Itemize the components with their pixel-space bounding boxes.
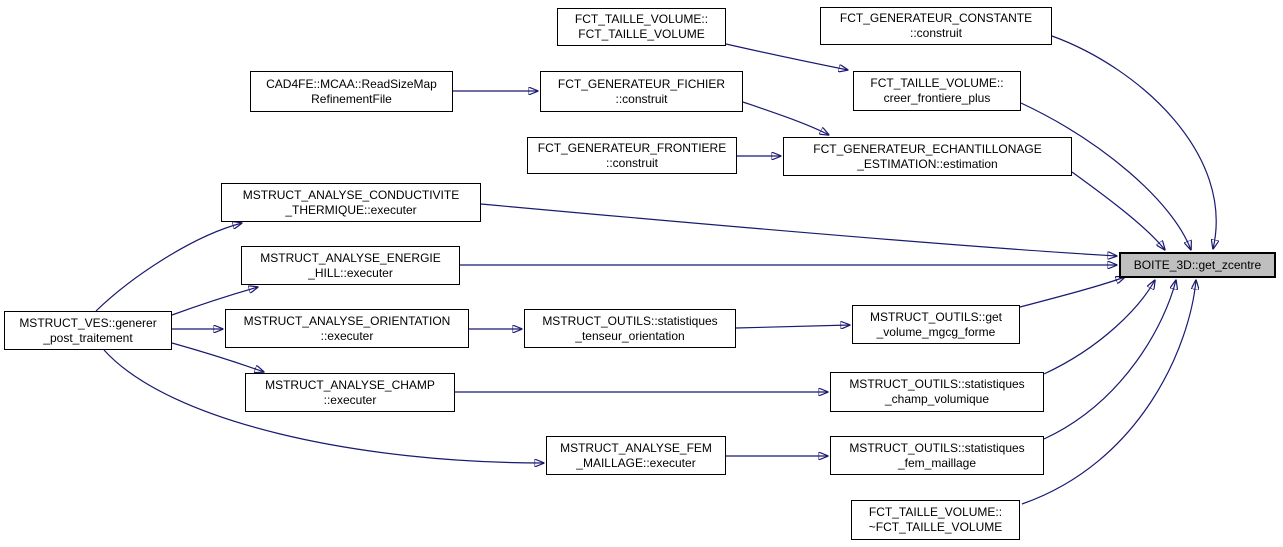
- node-cad4fe-readsizemap[interactable]: CAD4FE::MCAA::ReadSizeMap RefinementFile: [250, 71, 453, 112]
- node-label-line: _THERMIQUE::executer: [285, 202, 417, 217]
- edge-ves-to-fem: [103, 349, 544, 463]
- node-fct-generateur-echantillonage[interactable]: FCT_GENERATEUR_ECHANTILLONAGE _ESTIMATIO…: [783, 137, 1072, 176]
- node-mstruct-outils-fem[interactable]: MSTRUCT_OUTILS::statistiques _fem_mailla…: [830, 436, 1044, 475]
- node-mstruct-analyse-fem[interactable]: MSTRUCT_ANALYSE_FEM _MAILLAGE::executer: [546, 436, 726, 475]
- node-mstruct-analyse-energie[interactable]: MSTRUCT_ANALYSE_ENERGIE _HILL::executer: [241, 246, 460, 285]
- edge-ctor-to-creer-frontiere: [725, 43, 848, 70]
- node-mstruct-ves-generer[interactable]: MSTRUCT_VES::generer _post_traitement: [4, 311, 172, 350]
- node-label-line: _champ_volumique: [884, 392, 990, 406]
- node-label-line: _HILL::executer: [308, 265, 393, 280]
- node-label-line: FCT_TAILLE_VOLUME::: [868, 505, 1003, 519]
- node-boite-3d-get-zcentre: BOITE_3D::get_zcentre: [1119, 252, 1276, 278]
- node-label-line: FCT_GENERATEUR_FRONTIERE: [537, 140, 727, 155]
- node-label-line: FCT_GENERATEUR_FICHIER: [557, 76, 726, 91]
- edge-ves-to-energie: [171, 287, 258, 316]
- node-label-line: MSTRUCT_ANALYSE_ORIENTATION: [243, 313, 451, 328]
- node-fct-taille-volume-dtor[interactable]: FCT_TAILLE_VOLUME:: ~FCT_TAILLE_VOLUME: [851, 500, 1020, 540]
- node-label-line: MSTRUCT_OUTILS::statistiques: [849, 377, 1025, 391]
- node-label-line: MSTRUCT_OUTILS::get: [869, 309, 1003, 324]
- node-mstruct-analyse-conductivite[interactable]: MSTRUCT_ANALYSE_CONDUCTIVITE _THERMIQUE:…: [221, 183, 481, 222]
- node-label-line: MSTRUCT_ANALYSE_CONDUCTIVITE: [242, 187, 460, 202]
- edge-creer-frontiere-to-get-zcentre: [1020, 102, 1191, 250]
- node-fct-generateur-frontiere[interactable]: FCT_GENERATEUR_FRONTIERE ::construit: [527, 137, 737, 174]
- node-mstruct-outils-tenseur[interactable]: MSTRUCT_OUTILS::statistiques _tenseur_or…: [524, 309, 736, 348]
- node-label-line: ~FCT_TAILLE_VOLUME: [868, 520, 1003, 534]
- node-label-line: creer_frontiere_plus: [883, 91, 991, 105]
- node-label-line: MSTRUCT_VES::generer: [19, 315, 157, 330]
- node-fct-generateur-constante[interactable]: FCT_GENERATEUR_CONSTANTE ::construit: [820, 7, 1052, 45]
- node-label-line: MSTRUCT_OUTILS::statistiques: [849, 440, 1025, 455]
- node-fct-taille-volume-ctor[interactable]: FCT_TAILLE_VOLUME:: FCT_TAILLE_VOLUME: [557, 8, 726, 46]
- edge-volume-mgcg-to-get-zcentre: [1019, 277, 1125, 308]
- node-label-line: RefinementFile: [311, 91, 392, 106]
- edge-conductivite-to-get-zcentre: [480, 203, 1117, 256]
- node-mstruct-outils-volume[interactable]: MSTRUCT_OUTILS::get _volume_mgcg_forme: [852, 305, 1020, 344]
- edge-echantillonage-to-get-zcentre: [1071, 171, 1165, 250]
- node-label-line: MSTRUCT_ANALYSE_CHAMP: [265, 377, 435, 392]
- edge-ves-to-champ: [171, 342, 264, 372]
- node-label-line: FCT_TAILLE_VOLUME: [578, 27, 705, 41]
- edge-statistiques-champ-to-get-zcentre: [1043, 280, 1155, 375]
- node-label-line: CAD4FE::MCAA::ReadSizeMap: [266, 76, 437, 91]
- edge-constante-to-get-zcentre: [1051, 35, 1216, 249]
- node-label-line: ::executer: [320, 328, 374, 343]
- node-label-line: _fem_maillage: [897, 455, 977, 470]
- node-label-line: _MAILLAGE::executer: [576, 455, 696, 470]
- node-label-line: MSTRUCT_OUTILS::statistiques: [542, 313, 718, 328]
- edge-ves-to-conductivite: [95, 223, 242, 312]
- node-label-line: ::construit: [605, 155, 659, 170]
- node-mstruct-analyse-orientation[interactable]: MSTRUCT_ANALYSE_ORIENTATION ::executer: [225, 309, 469, 348]
- node-label-line: _post_traitement: [43, 330, 133, 345]
- node-mstruct-analyse-champ[interactable]: MSTRUCT_ANALYSE_CHAMP ::executer: [245, 373, 455, 412]
- node-label-line: _ESTIMATION::estimation: [857, 156, 998, 171]
- node-label-line: ::construit: [909, 26, 963, 40]
- edge-statistiques-fem-to-get-zcentre: [1043, 280, 1176, 440]
- node-label-line: FCT_TAILLE_VOLUME::: [870, 76, 1004, 90]
- edge-dtor-to-get-zcentre: [1021, 280, 1196, 505]
- node-fct-generateur-fichier[interactable]: FCT_GENERATEUR_FICHIER ::construit: [540, 71, 743, 112]
- node-label-line: FCT_GENERATEUR_ECHANTILLONAGE: [813, 141, 1042, 156]
- node-fct-taille-volume-creer[interactable]: FCT_TAILLE_VOLUME:: creer_frontiere_plus: [853, 71, 1021, 111]
- node-label-line: MSTRUCT_ANALYSE_ENERGIE: [260, 250, 441, 265]
- node-mstruct-outils-champ[interactable]: MSTRUCT_OUTILS::statistiques _champ_volu…: [830, 372, 1044, 412]
- node-label-line: ::executer: [323, 392, 377, 407]
- node-label-line: _tenseur_orientation: [575, 328, 685, 343]
- node-label-line: ::construit: [615, 91, 668, 106]
- edge-tenseur-to-volume-mgcg: [735, 325, 850, 328]
- edge-fichier-to-echantillonage: [742, 101, 829, 135]
- node-label-line: MSTRUCT_ANALYSE_FEM: [560, 440, 712, 455]
- node-label-line: FCT_GENERATEUR_CONSTANTE: [839, 11, 1033, 25]
- node-label-line: FCT_TAILLE_VOLUME::: [574, 12, 709, 26]
- node-label-line: BOITE_3D::get_zcentre: [1133, 257, 1262, 272]
- node-label-line: _volume_mgcg_forme: [876, 324, 996, 339]
